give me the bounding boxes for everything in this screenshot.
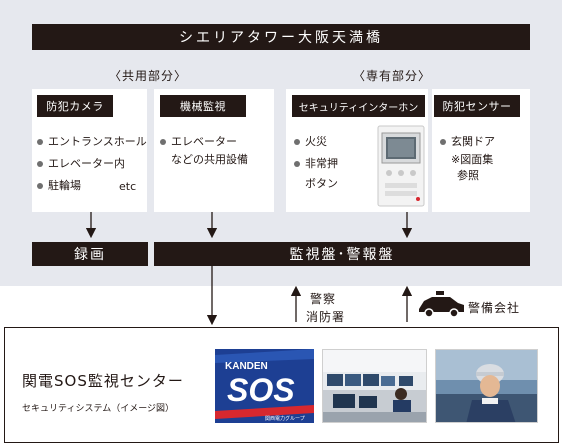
svg-text:関西電力グループ: 関西電力グループ	[265, 415, 305, 422]
security-company-label: 警備会社	[468, 301, 521, 315]
bullet-icon	[37, 161, 43, 167]
security-guard-photo	[435, 349, 538, 423]
bullet-icon	[160, 139, 166, 145]
intercom-title: セキュリティインターホン	[292, 95, 425, 117]
crime-camera-card: 防犯カメラ エントランスホール エレベーター内 駐輪場 etc	[32, 89, 147, 212]
bullet-icon	[37, 183, 43, 189]
building-title-bar: シエリアタワー大阪天満橋	[32, 24, 530, 50]
bullet-icon	[440, 139, 446, 145]
crime-camera-title: 防犯カメラ	[37, 95, 113, 117]
etc-label: etc	[119, 180, 137, 193]
bullet-icon	[294, 161, 300, 167]
list-item: エレベーター	[160, 135, 237, 149]
record-label: 録画	[74, 247, 106, 263]
center-name: 関電SOS監視センター	[22, 372, 184, 390]
svg-text:KANDEN: KANDEN	[225, 361, 268, 372]
crime-sensor-title: 防犯センサー	[434, 95, 520, 117]
intercom-card: セキュリティインターホン 火災 非常押 ボタン	[286, 89, 428, 212]
record-bar: 録画	[32, 242, 148, 266]
bullet-icon	[37, 139, 43, 145]
list-item: 火災	[294, 135, 327, 149]
note-text: ※図面集	[451, 153, 494, 166]
svg-text:SOS: SOS	[227, 372, 295, 408]
shared-area-label: 〈共用部分〉	[108, 69, 187, 83]
list-item: 非常押	[294, 157, 338, 171]
monitor-alarm-panel-label: 監視盤･警報盤	[289, 247, 395, 263]
kanden-sos-logo: KANDEN SOS 関西電力グループ	[215, 349, 314, 423]
note-text: 参照	[457, 169, 479, 182]
list-item: 駐輪場	[37, 179, 81, 193]
security-car-icon	[416, 291, 466, 319]
list-item-continued: などの共用設備	[171, 153, 248, 166]
control-room-photo	[322, 349, 427, 423]
list-item: エントランスホール	[37, 135, 147, 149]
center-subtitle: セキュリティシステム（イメージ図）	[22, 404, 175, 414]
private-area-label: 〈専有部分〉	[352, 69, 431, 83]
police-label: 警察	[310, 292, 337, 306]
list-item: エレベーター内	[37, 157, 125, 171]
intercom-device-image	[377, 125, 425, 207]
machine-monitor-title: 機械監視	[160, 95, 246, 117]
crime-sensor-card: 防犯センサー 玄関ドア ※図面集 参照	[432, 89, 530, 212]
fire-station-label: 消防署	[306, 310, 346, 324]
list-item-continued: ボタン	[305, 177, 338, 190]
monitor-alarm-panel-bar: 監視盤･警報盤	[154, 242, 530, 266]
list-item: 玄関ドア	[440, 135, 495, 149]
machine-monitor-card: 機械監視 エレベーター などの共用設備	[154, 89, 274, 212]
bullet-icon	[294, 139, 300, 145]
building-title: シエリアタワー大阪天満橋	[179, 30, 383, 46]
